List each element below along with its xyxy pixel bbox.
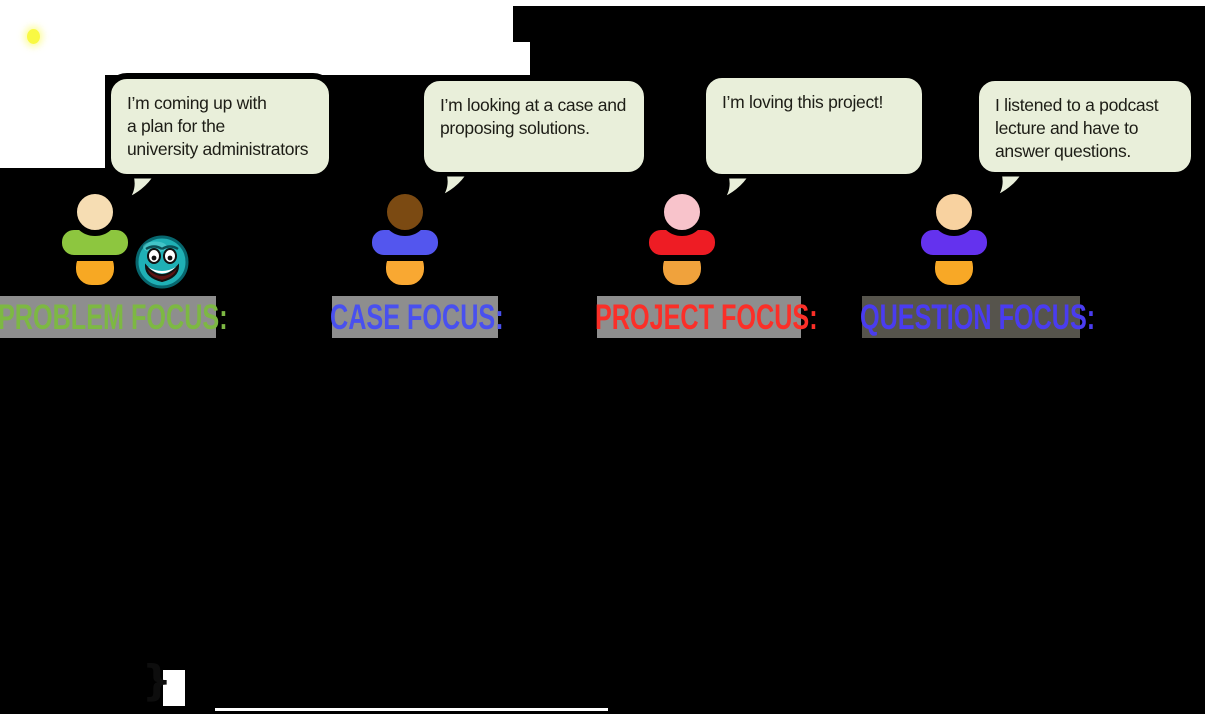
bubble-line: answer questions. (995, 141, 1131, 161)
smiley-brow (145, 245, 163, 251)
bubble-line: university administrators (127, 139, 309, 159)
bubble-tail (438, 172, 472, 202)
speech-bubble-project: I’m loving this project! (700, 72, 928, 204)
figure-head (71, 188, 119, 236)
label-problem-focus: PROBLEM FOCUS: (0, 296, 228, 338)
figure-head (658, 188, 706, 236)
label-project-focus: PROJECT FOCUS: (595, 296, 818, 338)
bubble-line: proposing solutions. (440, 118, 590, 138)
bubble-tail (720, 174, 754, 204)
footer-brace: } (142, 656, 172, 705)
smiley-ball-icon (135, 235, 189, 289)
bubble-line: I’m coming up with (127, 93, 267, 113)
student-figure-case (366, 188, 444, 291)
title-bar-redacted (513, 6, 1205, 42)
smiley-pupil (167, 255, 173, 261)
footer-white-patch (163, 670, 185, 706)
bubble-line: I listened to a podcast (995, 95, 1159, 115)
figure-head (930, 188, 978, 236)
label-text: PROJECT FOCUS: (595, 298, 818, 337)
label-text: CASE FOCUS: (330, 298, 504, 337)
student-figure-question (915, 188, 993, 291)
smiley-teeth (148, 267, 176, 274)
speech-bubble-box: I’m looking at a case and proposing solu… (418, 75, 650, 178)
speech-bubble-problem: I’m coming up with a plan for the univer… (105, 73, 335, 204)
speech-bubble-question: I listened to a podcast lecture and have… (973, 75, 1197, 202)
footer-white-line (215, 708, 608, 711)
figure-head (381, 188, 429, 236)
label-case-focus: CASE FOCUS: (330, 296, 504, 338)
bubble-line: I’m loving this project! (722, 92, 884, 112)
label-text: PROBLEM FOCUS: (0, 298, 228, 337)
speech-bubble-case: I’m looking at a case and proposing solu… (418, 75, 650, 202)
label-question-focus: QUESTION FOCUS: (860, 296, 1095, 338)
smiley-brow (161, 245, 179, 251)
title-bar-underfill (530, 42, 1205, 75)
smiley-pupil (151, 255, 157, 261)
bubble-tail (125, 174, 159, 204)
student-figure-project (643, 188, 721, 291)
white-left-margin (0, 75, 105, 168)
student-figure-problem (56, 188, 134, 291)
bubble-line: lecture and have to (995, 118, 1139, 138)
smiley-mouth (144, 263, 180, 283)
bubble-line: I’m looking at a case and (440, 95, 627, 115)
bubble-line: a plan for the (127, 116, 225, 136)
bubble-tail (993, 172, 1027, 202)
speech-bubble-box: I’m loving this project! (700, 72, 928, 180)
label-text: QUESTION FOCUS: (860, 298, 1096, 337)
sparkle-icon (27, 29, 40, 44)
speech-bubble-box: I’m coming up with a plan for the univer… (105, 73, 335, 180)
speech-bubble-box: I listened to a podcast lecture and have… (973, 75, 1197, 178)
